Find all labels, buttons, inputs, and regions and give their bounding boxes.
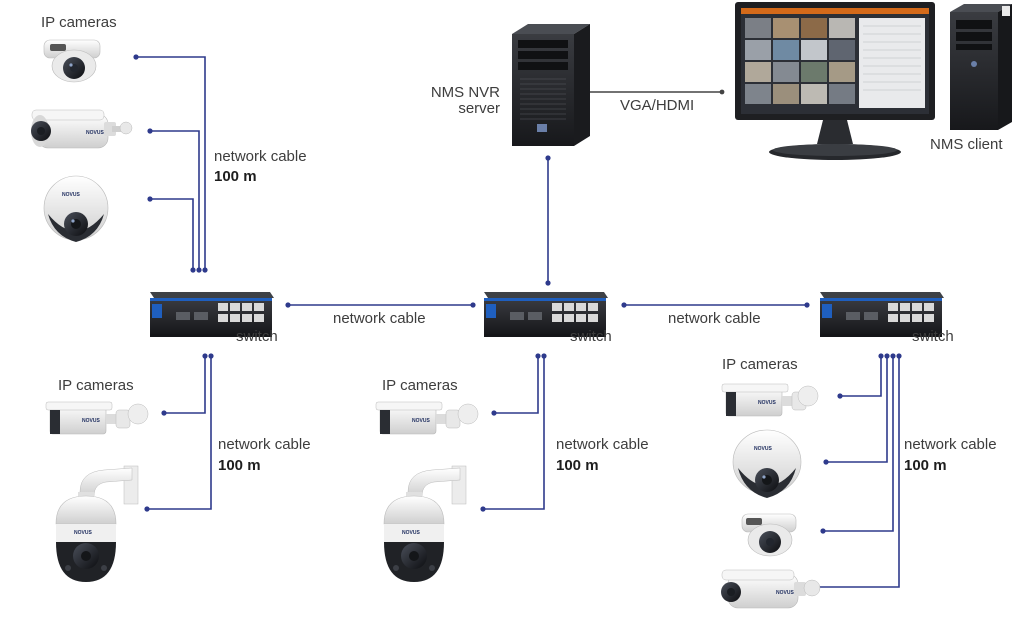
network-cable-label-bottom-middle: network cable (556, 436, 649, 453)
cables (136, 56, 900, 588)
ptz-camera-icon: NOVUS (55, 465, 139, 582)
cable-br-1 (840, 356, 882, 397)
svg-text:NOVUS: NOVUS (402, 530, 420, 536)
bullet-camera-icon: NOVUS (45, 401, 149, 435)
bullet-camera-icon: NOVUS (31, 109, 133, 149)
cable-br-2 (826, 356, 888, 463)
cable-tl-2 (150, 130, 200, 270)
network-switch-icon (484, 292, 608, 337)
svg-text:NOVUS: NOVUS (754, 446, 772, 452)
cable-br-4 (813, 356, 900, 588)
network-cable-label-left-mid: network cable (333, 310, 426, 327)
switch-label-left: switch (236, 328, 278, 345)
distance-label-bottom-right: 100 m (904, 457, 947, 474)
bullet-camera-icon: NOVUS (375, 401, 479, 435)
svg-text:NOVUS: NOVUS (74, 530, 92, 536)
ptz-camera-icon: NOVUS (383, 465, 467, 582)
pc-tower-icon (950, 4, 1012, 130)
network-cable-label-top-left: network cable (214, 148, 307, 165)
svg-text:NOVUS: NOVUS (412, 418, 430, 424)
vga-hdmi-label: VGA/HDMI (620, 97, 695, 114)
bullet-camera-icon: NOVUS (721, 383, 819, 417)
ip-cameras-label-top-left: IP cameras (41, 14, 117, 31)
cable-bm-2 (483, 356, 545, 510)
dome-camera-icon (43, 39, 101, 83)
switch-label-middle: switch (570, 328, 612, 345)
ip-cameras-label-bottom-right: IP cameras (722, 356, 798, 373)
cable-bl-2 (147, 356, 212, 510)
network-switch-icon (820, 292, 944, 337)
network-cable-label-bottom-left: network cable (218, 436, 311, 453)
cable-br-3 (823, 356, 894, 532)
cable-bm-1 (494, 356, 539, 414)
distance-label-bottom-middle: 100 m (556, 457, 599, 474)
bullet-camera-icon: NOVUS (721, 569, 821, 609)
dome-camera-icon (741, 513, 797, 557)
cable-bl-1 (164, 356, 206, 414)
server-tower-icon (512, 24, 590, 146)
svg-text:NOVUS: NOVUS (62, 192, 80, 198)
ip-cameras-label-bottom-left: IP cameras (58, 377, 134, 394)
nvr-label-line1: NMS NVR (430, 84, 500, 101)
svg-text:NOVUS: NOVUS (758, 400, 776, 406)
monitor-icon (735, 2, 935, 160)
switch-label-right: switch (912, 328, 954, 345)
ip-cameras-label-bottom-middle: IP cameras (382, 377, 458, 394)
cable-tl-3 (150, 198, 194, 270)
network-cable-label-mid-right: network cable (668, 310, 761, 327)
cable-tl-1 (136, 56, 206, 270)
network-switch-icon (150, 292, 274, 337)
dome-camera-icon: NOVUS (732, 429, 802, 498)
svg-text:NOVUS: NOVUS (86, 130, 104, 136)
dome-camera-icon: NOVUS (43, 175, 109, 242)
nvr-label-line2: server (458, 100, 500, 117)
distance-label-bottom-left: 100 m (218, 457, 261, 474)
svg-text:NOVUS: NOVUS (776, 590, 794, 596)
nms-client-label: NMS client (930, 136, 1003, 153)
network-cable-label-bottom-right: network cable (904, 436, 997, 453)
svg-text:NOVUS: NOVUS (82, 418, 100, 424)
distance-label-top-left: 100 m (214, 168, 257, 185)
